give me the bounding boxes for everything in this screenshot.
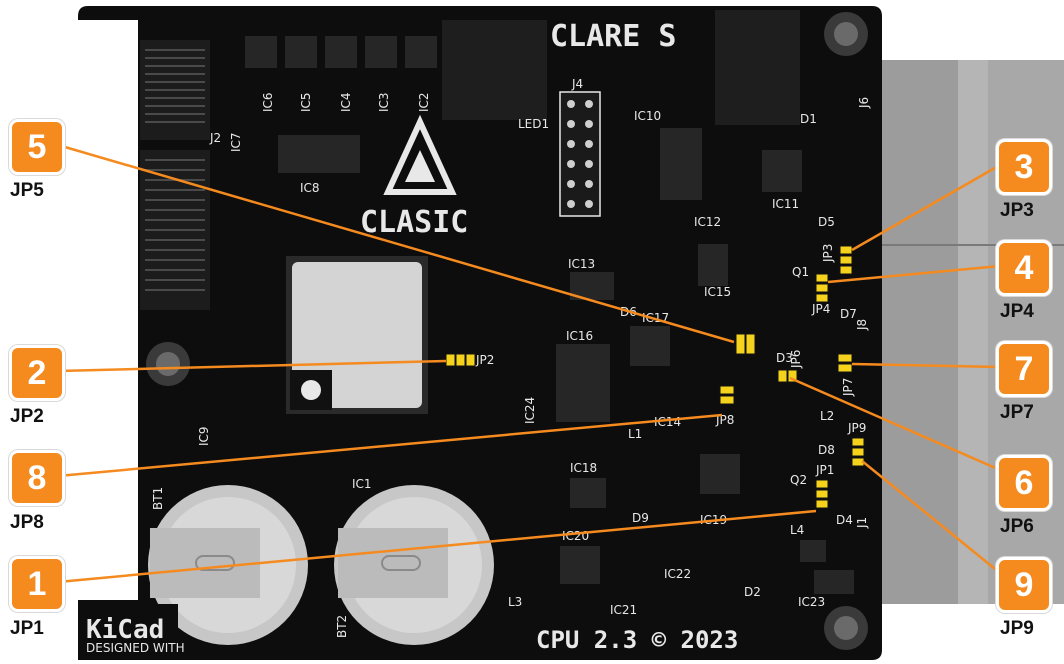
label-ic4: IC4 <box>339 92 353 112</box>
callout-label-jp9: JP9 <box>1000 618 1034 639</box>
label-d3: D3 <box>776 351 793 365</box>
label-l3: L3 <box>508 595 522 609</box>
brand-text: CLASIC <box>360 205 468 240</box>
kicad-tagline: DESIGNED WITH <box>86 641 185 655</box>
footer-text: CPU 2.3 © 2023 <box>536 626 738 654</box>
label-l2: L2 <box>820 409 834 423</box>
label-q2: Q2 <box>790 473 807 487</box>
label-jp9: JP9 <box>847 421 866 435</box>
inductor-l4 <box>800 540 826 562</box>
label-d4: D4 <box>836 513 853 527</box>
label-l1: L1 <box>628 427 642 441</box>
chip-ic12 <box>698 244 728 286</box>
battery-bt2 <box>334 485 494 645</box>
chip-ic11 <box>762 150 802 192</box>
label-ic2: IC2 <box>417 92 431 112</box>
callout-label-jp8: JP8 <box>10 512 44 533</box>
label-led1: LED1 <box>518 117 549 131</box>
callout-label-jp3: JP3 <box>1000 200 1034 221</box>
label-j6: J6 <box>857 97 871 109</box>
label-ic23: IC23 <box>798 595 825 609</box>
label-d8: D8 <box>818 443 835 457</box>
label-d5: D5 <box>818 215 835 229</box>
callout-7: 7 <box>996 341 1052 397</box>
label-ic5: IC5 <box>299 92 313 112</box>
label-q1: Q1 <box>792 265 809 279</box>
label-jp7: JP7 <box>841 378 855 397</box>
label-j1: J1 <box>855 517 869 529</box>
label-jp8: JP8 <box>715 413 734 427</box>
label-jp4: JP4 <box>811 302 830 316</box>
label-jp2: JP2 <box>475 353 494 367</box>
chip-ic8 <box>278 135 360 173</box>
label-ic10: IC10 <box>634 109 661 123</box>
label-d9: D9 <box>632 511 649 525</box>
chip-ic10 <box>660 128 702 200</box>
label-ic20: IC20 <box>562 529 589 543</box>
label-d1: D1 <box>800 112 817 126</box>
label-ic11: IC11 <box>772 197 799 211</box>
chip-ic19 <box>700 454 740 494</box>
clasic-logo <box>383 114 457 195</box>
header-j4-pins <box>567 100 593 208</box>
chip-ic18 <box>570 478 606 508</box>
label-ic6: IC6 <box>261 92 275 112</box>
callout-label-jp2: JP2 <box>10 406 44 427</box>
callout-4: 4 <box>996 240 1052 296</box>
label-ic18: IC18 <box>570 461 597 475</box>
shunt-rs2 <box>442 20 547 120</box>
label-j2: J2 <box>209 131 221 145</box>
chip-ic16 <box>556 344 610 422</box>
label-ic24: IC24 <box>523 397 537 424</box>
label-d2: D2 <box>744 585 761 599</box>
kicad-logo-box <box>84 604 178 654</box>
label-ic13: IC13 <box>568 257 595 271</box>
label-j8: J8 <box>855 319 869 331</box>
label-jp6: JP6 <box>789 350 803 369</box>
callout-3: 3 <box>996 139 1052 195</box>
callout-1: 1 <box>9 556 65 612</box>
leader-lines <box>57 143 1001 584</box>
callout-label-jp5: JP5 <box>10 180 44 201</box>
jumper-pads <box>445 245 865 509</box>
label-ic8: IC8 <box>300 181 320 195</box>
mounting-holes <box>146 12 868 650</box>
shunt-rs1 <box>715 10 800 125</box>
label-d7: D7 <box>840 307 857 321</box>
label-ic7: IC7 <box>229 132 243 152</box>
label-ic21: IC21 <box>610 603 637 617</box>
label-ic22: IC22 <box>664 567 691 581</box>
callout-label-jp6: JP6 <box>1000 516 1034 537</box>
title-top: CLARE S <box>550 19 676 54</box>
chip-ic20 <box>560 546 600 584</box>
mosfet-row <box>245 36 437 68</box>
label-bt2: BT2 <box>335 615 349 638</box>
callout-label-jp4: JP4 <box>1000 301 1034 322</box>
label-l4: L4 <box>790 523 804 537</box>
callout-label-jp1: JP1 <box>10 618 44 639</box>
callout-label-jp7: JP7 <box>1000 402 1034 423</box>
label-jp1: JP1 <box>815 463 834 477</box>
label-bt1: BT1 <box>151 487 165 510</box>
callout-9: 9 <box>996 557 1052 613</box>
label-jp3: JP3 <box>821 244 835 263</box>
label-ic16: IC16 <box>566 329 593 343</box>
label-ic9: IC9 <box>197 426 211 446</box>
label-ic1: IC1 <box>352 477 372 491</box>
label-ic12: IC12 <box>694 215 721 229</box>
chip-ic23 <box>814 570 854 594</box>
callout-6: 6 <box>996 455 1052 511</box>
callout-2: 2 <box>9 345 65 401</box>
label-ic15: IC15 <box>704 285 731 299</box>
label-j4: J4 <box>571 77 583 91</box>
chip-ic17 <box>630 326 670 366</box>
callout-8: 8 <box>9 450 65 506</box>
kicad-logo: KiCad <box>86 615 164 645</box>
edge-connector <box>140 40 210 310</box>
label-ic3: IC3 <box>377 92 391 112</box>
header-j4 <box>559 91 601 217</box>
callout-5: 5 <box>9 119 65 175</box>
